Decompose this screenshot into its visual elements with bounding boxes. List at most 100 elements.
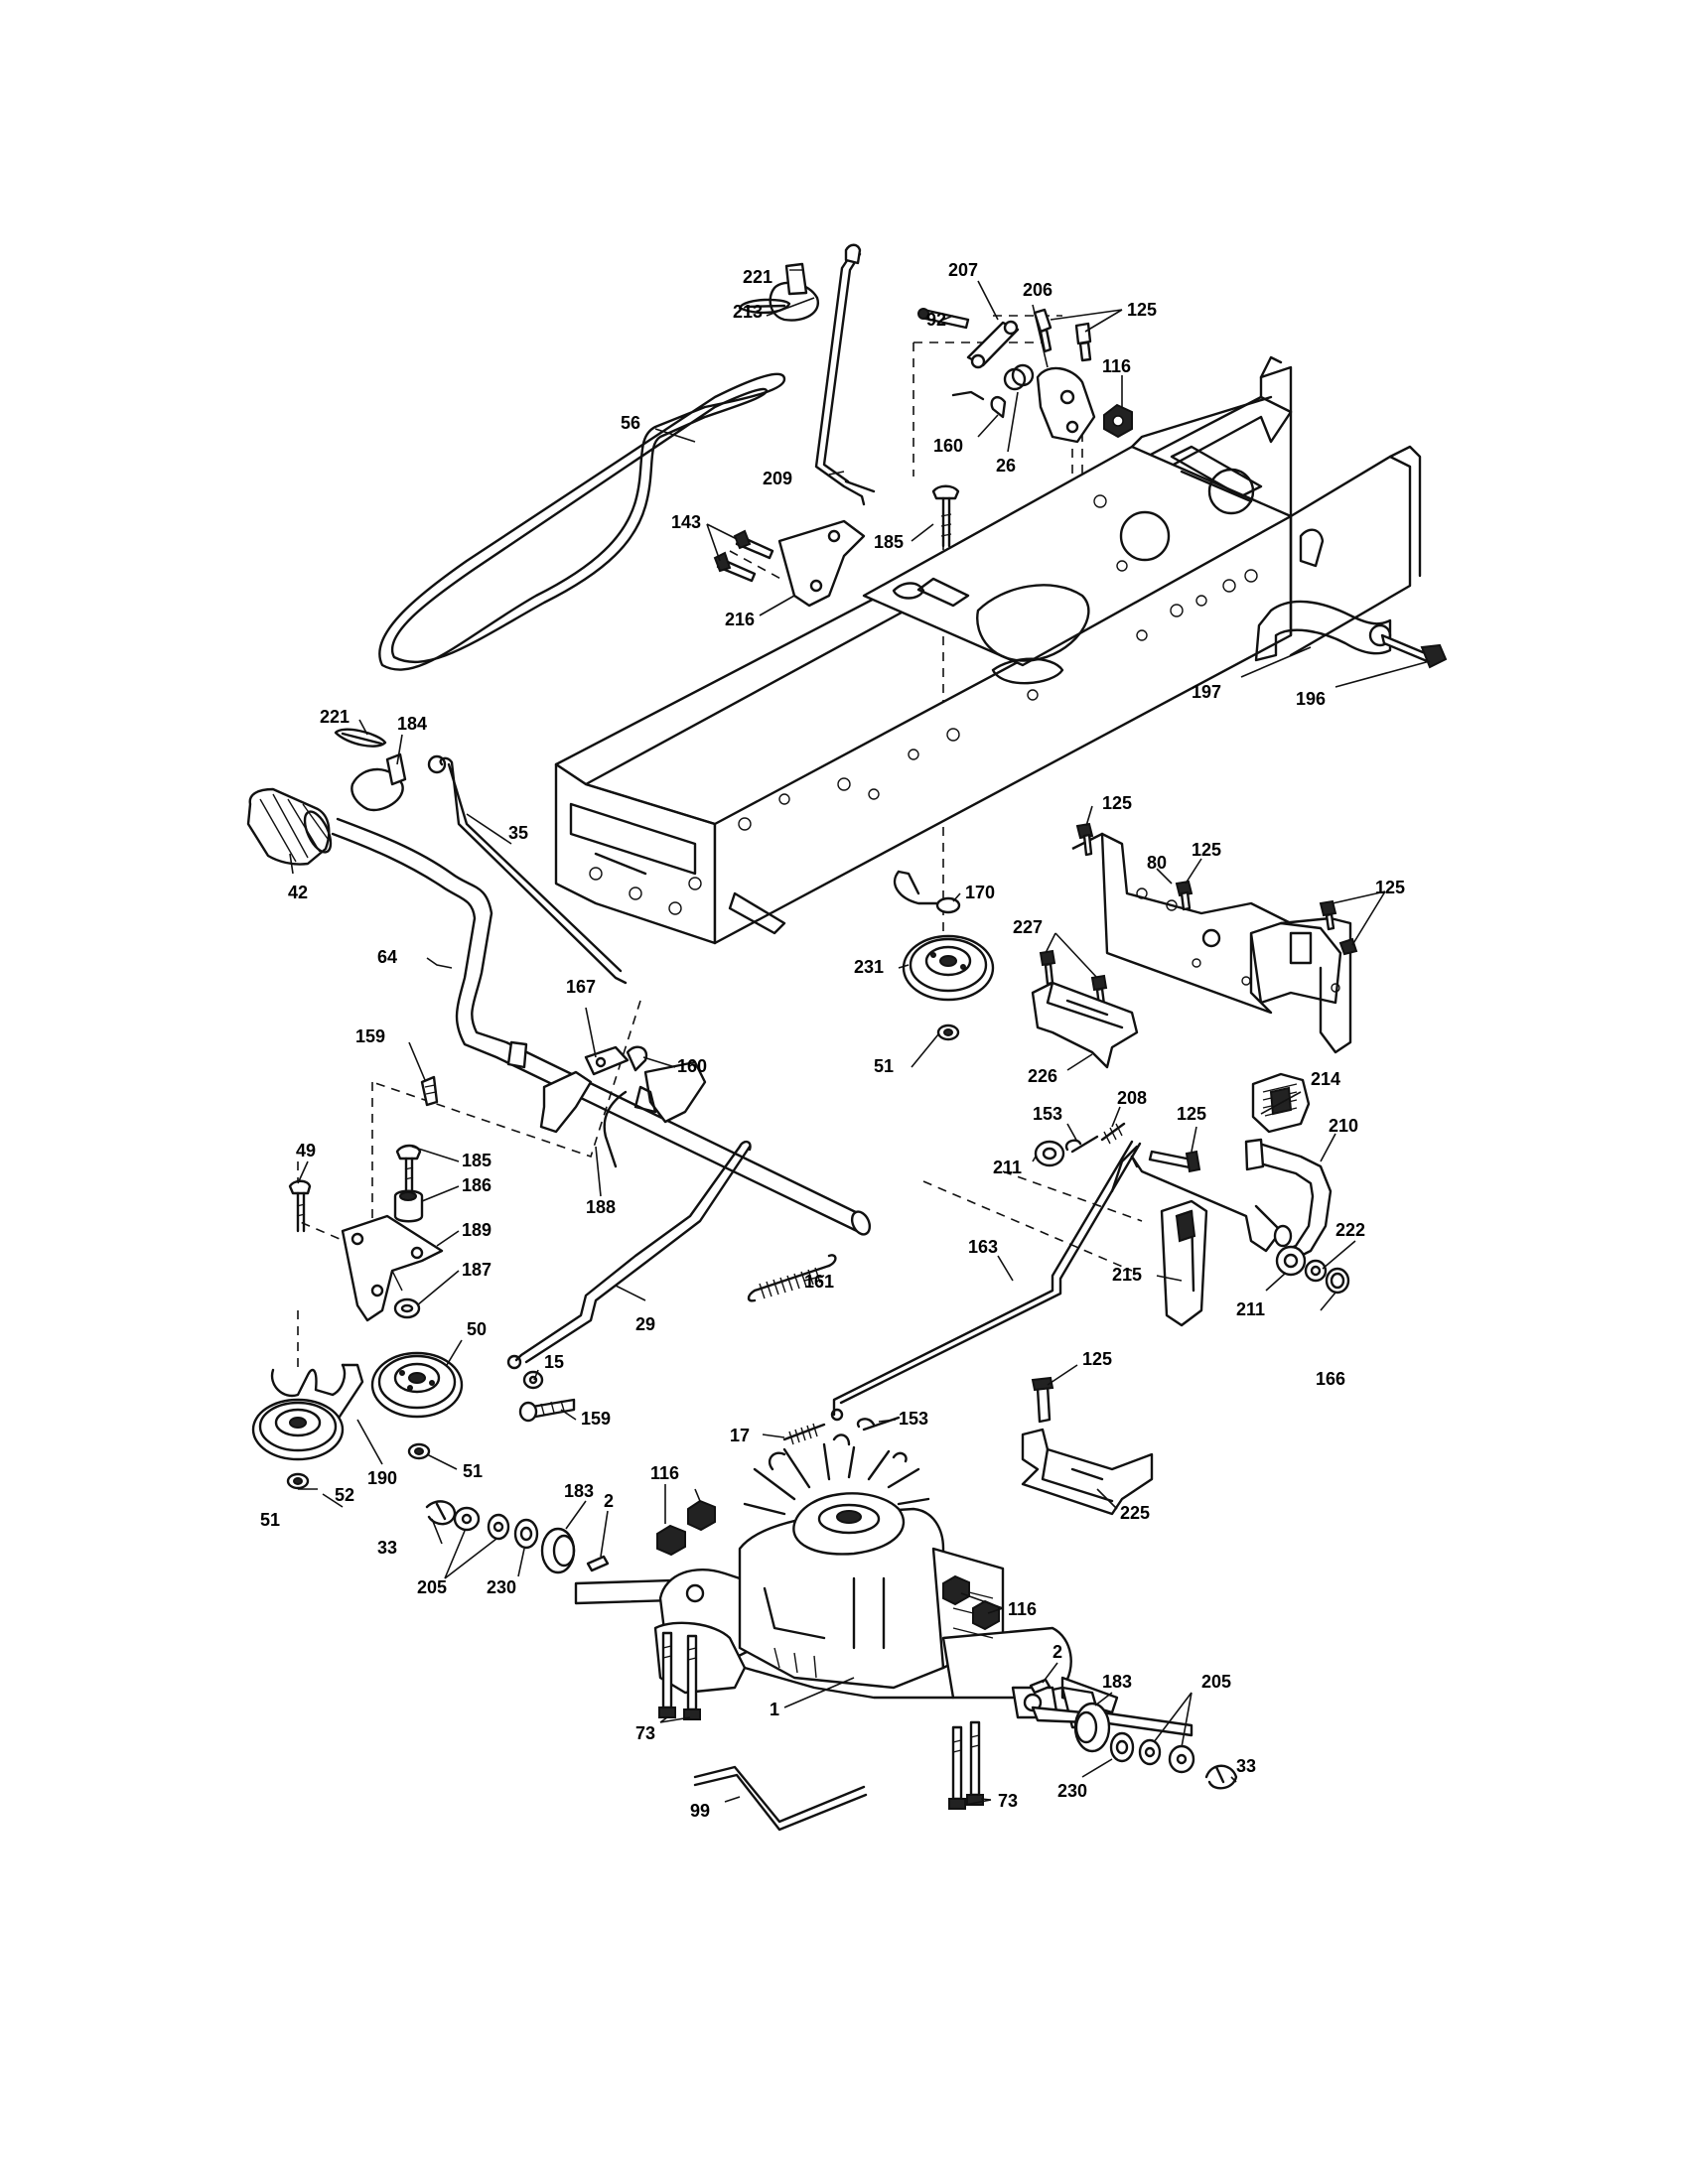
callout-153-top: 153: [1033, 1104, 1062, 1124]
pedal-arm-210: [1244, 1138, 1333, 1263]
bolt-185-left: [395, 1144, 422, 1193]
spacer-211-left: [1034, 1140, 1065, 1167]
callout-116-mid: 116: [650, 1463, 679, 1483]
pin-159-top: [420, 1075, 439, 1107]
key-2-right: [1029, 1678, 1052, 1695]
callout-185-top: 185: [874, 532, 904, 552]
callout-205-right: 205: [1201, 1672, 1231, 1692]
shift-lever-64: [331, 817, 872, 1236]
callout-29: 29: [635, 1314, 655, 1334]
callout-183-right: 183: [1102, 1672, 1132, 1692]
bracket-189: [341, 1214, 444, 1322]
main-frame: [554, 355, 1422, 945]
callout-92: 92: [926, 310, 946, 330]
bracket-226: [1031, 981, 1139, 1069]
callout-189: 189: [462, 1220, 491, 1240]
callout-125-b: 125: [1102, 793, 1132, 813]
callout-42: 42: [288, 883, 308, 902]
callout-17: 17: [730, 1426, 750, 1445]
callout-2-left: 2: [604, 1491, 614, 1511]
callout-2-right: 2: [1052, 1642, 1062, 1662]
nut-51-left: [407, 1442, 431, 1460]
callout-170: 170: [965, 883, 995, 902]
callout-160-mid: 160: [677, 1056, 707, 1076]
clip-33-right: [1204, 1764, 1238, 1790]
callout-209: 209: [763, 469, 792, 488]
spring-208: [1100, 1122, 1126, 1145]
bracket-225: [1021, 1376, 1154, 1516]
callout-231: 231: [854, 957, 884, 977]
callout-186: 186: [462, 1175, 491, 1195]
nut-51-bottom-left: [286, 1472, 310, 1490]
callout-225: 225: [1120, 1503, 1150, 1523]
callout-73-left: 73: [635, 1723, 655, 1743]
transaxle-1: [574, 1433, 1193, 1737]
washer-230-left: [513, 1518, 539, 1550]
bolts-73-right: [948, 1720, 984, 1810]
callout-227: 227: [1013, 917, 1043, 937]
callout-26: 26: [996, 456, 1016, 476]
spring-161: [747, 1254, 837, 1302]
pulley-52: [251, 1398, 345, 1461]
callout-184: 184: [397, 714, 427, 734]
rod-29: [506, 1140, 752, 1370]
callout-33-left: 33: [377, 1538, 397, 1558]
washer-187: [393, 1297, 421, 1319]
callout-167: 167: [566, 977, 596, 997]
callout-35: 35: [508, 823, 528, 843]
bolts-125-bracket: [1075, 822, 1358, 956]
callout-221-top: 221: [743, 267, 772, 287]
bolts-125-top: [1033, 308, 1092, 362]
callout-213: 213: [733, 302, 763, 322]
link-207: [951, 320, 1020, 401]
callout-166: 166: [1316, 1369, 1345, 1389]
callout-188: 188: [586, 1197, 616, 1217]
nut-116-top: [1103, 403, 1133, 439]
bolt-49: [288, 1179, 312, 1233]
callout-1: 1: [770, 1700, 779, 1719]
callout-187: 187: [462, 1260, 491, 1280]
rod-188: [603, 1090, 628, 1168]
key-2-left: [586, 1555, 610, 1572]
rod-35: [427, 754, 628, 985]
ring-166: [1325, 1267, 1350, 1295]
washer-222: [1304, 1259, 1328, 1283]
washer-15: [522, 1370, 544, 1390]
callout-216: 216: [725, 610, 755, 629]
grip-42: [246, 787, 333, 866]
hub-183-right: [1073, 1702, 1111, 1753]
washers-205-left: [453, 1506, 510, 1541]
bolts-143: [713, 529, 774, 583]
callout-125-c: 125: [1192, 840, 1221, 860]
callout-15: 15: [544, 1352, 564, 1372]
callout-73-right: 73: [998, 1791, 1018, 1811]
callout-159-top: 159: [355, 1026, 385, 1046]
callout-50: 50: [467, 1319, 487, 1339]
callout-49: 49: [296, 1141, 316, 1160]
pulley-231: [902, 934, 995, 1002]
callout-160-top: 160: [933, 436, 963, 456]
callout-230-right: 230: [1057, 1781, 1087, 1801]
pin-221-top: [738, 298, 791, 315]
callout-51-bottom-left: 51: [260, 1510, 280, 1530]
callout-214: 214: [1311, 1069, 1340, 1089]
pulley-50: [370, 1351, 464, 1419]
pin-159-bottom: [518, 1398, 576, 1423]
spring-170: [893, 870, 961, 914]
spacer-186: [393, 1189, 424, 1223]
rod-163: [830, 1140, 1142, 1422]
bolt-125-pedal: [1148, 1150, 1201, 1173]
rod-197: [1254, 600, 1392, 662]
callout-64: 64: [377, 947, 397, 967]
callout-125-d: 125: [1375, 878, 1405, 897]
callout-116-top: 116: [1102, 356, 1131, 376]
callout-labels: 221 213 207 206 125 92 116 56 160 26 209…: [260, 260, 1405, 1821]
washers-205-right: [1138, 1738, 1195, 1774]
callout-51-center: 51: [874, 1056, 894, 1076]
callout-197: 197: [1192, 682, 1221, 702]
leader-lines: [289, 280, 1431, 1806]
hub-183-left: [540, 1527, 576, 1574]
rod-209: [814, 243, 876, 506]
nut-51-center: [936, 1024, 960, 1041]
